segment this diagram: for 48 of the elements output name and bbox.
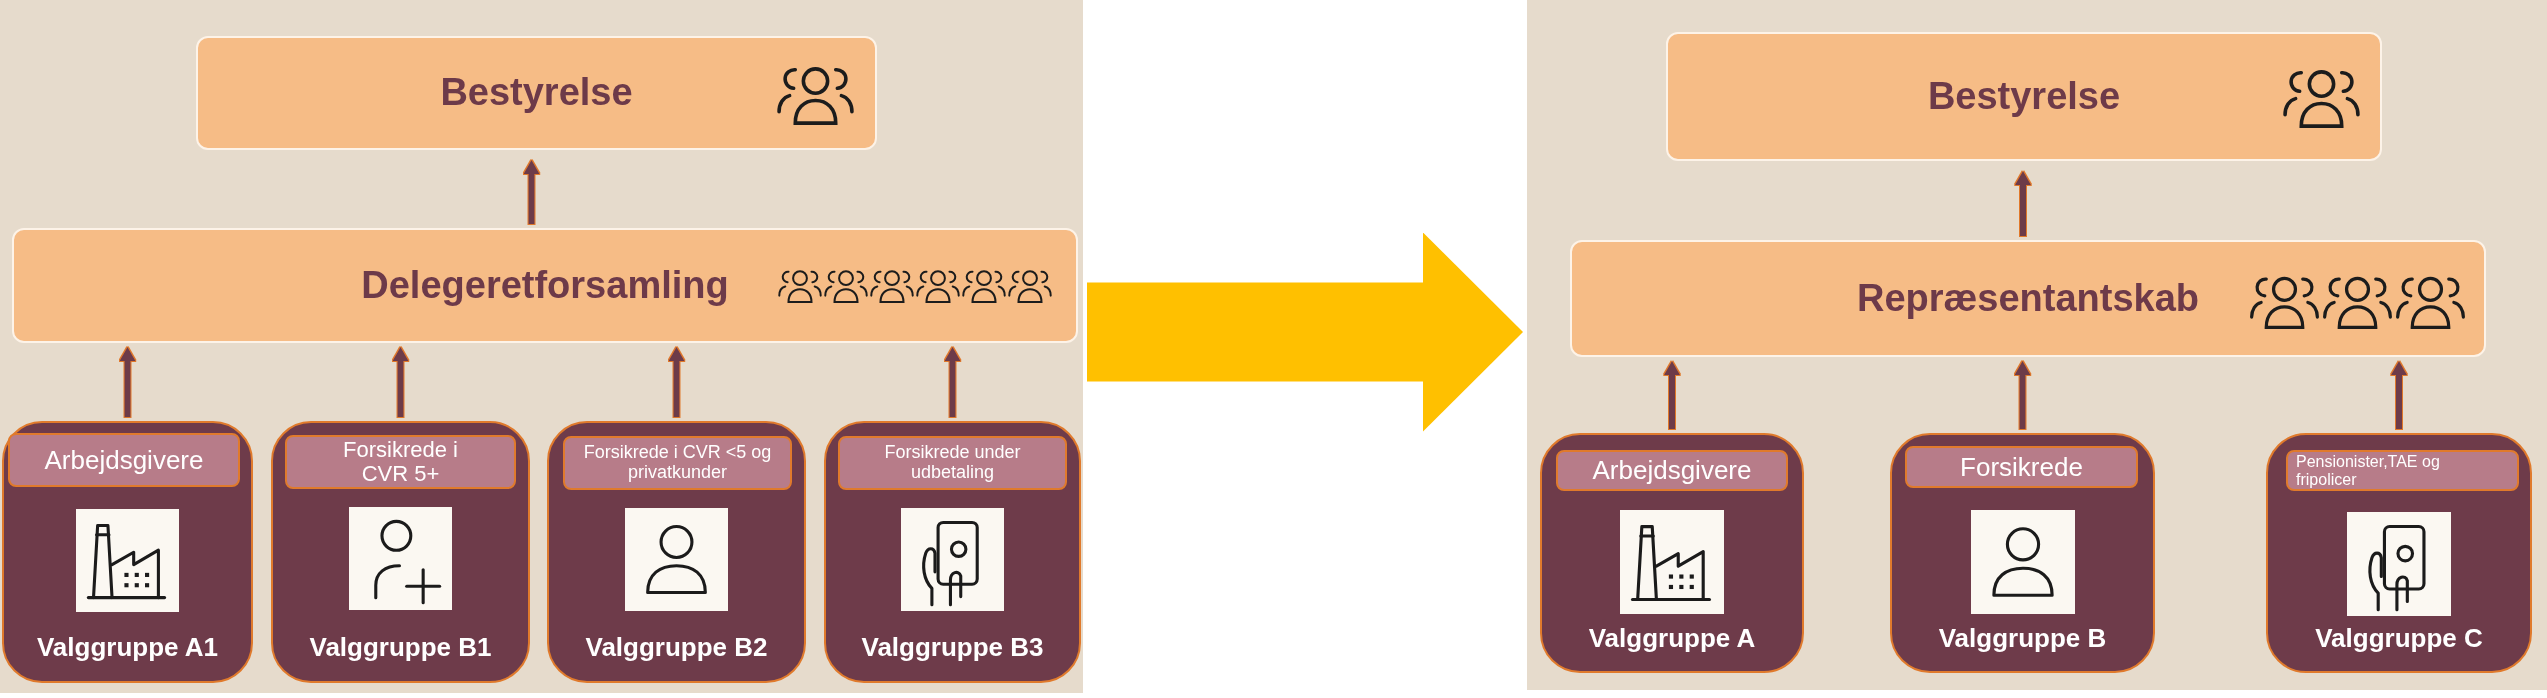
arrow: [1664, 361, 1680, 429]
group-label: Valggruppe B: [1938, 622, 2107, 655]
tag-label: Arbejdsgivere: [1592, 456, 1752, 485]
block-arrow: [1087, 232, 1523, 432]
tag-label: Pensionister,TAE og fripolicer: [2296, 452, 2441, 489]
group-label: Valggruppe B1: [309, 631, 492, 664]
category-tag: [8, 433, 240, 487]
group-label: Valggruppe B3: [861, 631, 1044, 664]
title-box: [1570, 240, 2486, 357]
group-label: Valggruppe A1: [36, 631, 219, 664]
group-card: [1540, 433, 1804, 673]
category-tag: [1905, 446, 2138, 488]
box-title: Delegeretforsamling: [361, 263, 729, 308]
category-tag: [2286, 450, 2519, 491]
arrow: [2015, 171, 2031, 236]
group-card: [2266, 433, 2532, 673]
tag-label: Forsikrede i CVR 5+: [342, 437, 459, 487]
group-label: Valggruppe A: [1588, 622, 1756, 655]
category-tag: [838, 436, 1067, 490]
title-box: [12, 228, 1078, 343]
group-card: [547, 421, 806, 683]
title-box: [196, 36, 877, 150]
arrow: [523, 160, 540, 224]
box-title: Bestyrelse: [440, 71, 633, 115]
title-box: [1666, 32, 2382, 161]
category-tag: [1556, 450, 1788, 491]
group-card: [271, 421, 530, 683]
box-title: Bestyrelse: [1927, 74, 2121, 119]
group-card: [824, 421, 1081, 683]
tag-label: Forsikrede under udbetaling: [883, 443, 1022, 483]
arrow: [392, 347, 409, 417]
arrow: [119, 347, 136, 417]
arrow: [2014, 361, 2031, 429]
category-tag: [285, 435, 516, 489]
box-title: Repræsentantskab: [1856, 276, 2200, 321]
arrow: [944, 347, 961, 417]
background-panel: [0, 0, 1083, 693]
group-card: [1890, 433, 2155, 673]
arrow: [2391, 361, 2407, 429]
tag-label: Forsikrede: [1960, 452, 2083, 482]
tag-label: Forsikrede i CVR <5 og privatkunder: [582, 443, 773, 483]
group-label: Valggruppe B2: [585, 631, 768, 664]
tag-label: Arbejdsgivere: [44, 445, 204, 475]
group-card: [2, 421, 253, 683]
category-tag: [563, 436, 792, 490]
group-label: Valggruppe C: [2315, 622, 2483, 655]
arrow: [668, 347, 685, 417]
background-panel: [1527, 0, 2547, 690]
